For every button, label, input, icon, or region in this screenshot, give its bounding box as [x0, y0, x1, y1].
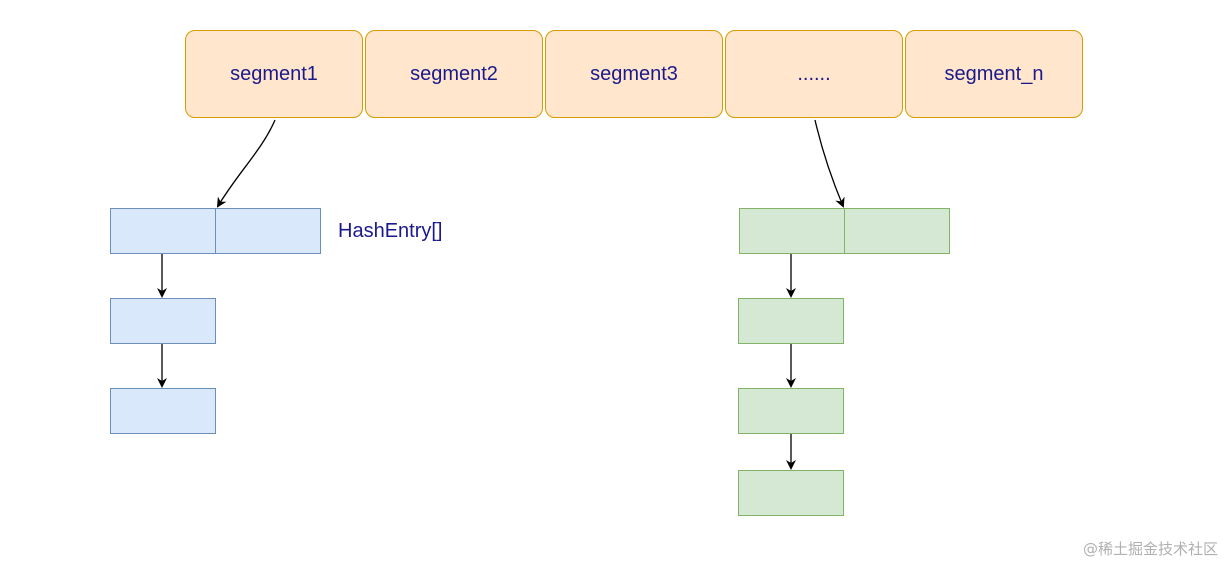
linked-node-blue-1 — [110, 298, 216, 344]
segment-label: segment3 — [590, 62, 678, 85]
hash-entry-cell-right-green — [844, 208, 950, 254]
linked-node-green-1 — [738, 298, 844, 344]
segment-label: segment_n — [944, 62, 1044, 85]
segment-label: ...... — [797, 62, 831, 85]
segment-label: segment1 — [230, 62, 318, 85]
segment-box-ellipsis: ...... — [725, 30, 903, 118]
linked-node-green-2 — [738, 388, 844, 434]
segment-label: segment2 — [410, 62, 498, 85]
linked-node-green-3 — [738, 470, 844, 516]
hash-entry-cell-left-green — [739, 208, 845, 254]
watermark: @稀土掘金技术社区 — [1082, 540, 1218, 558]
segment-box-n: segment_n — [905, 30, 1083, 118]
arrow-ellipsis-to-array — [814, 119, 845, 208]
hash-entry-label: HashEntry[] — [338, 220, 443, 242]
linked-node-blue-2 — [110, 388, 216, 434]
segment-box-1: segment1 — [185, 30, 363, 118]
arrow-segment1-to-array — [216, 119, 276, 208]
hash-entry-cell-right — [215, 208, 321, 254]
segment-box-2: segment2 — [365, 30, 543, 118]
segment-box-3: segment3 — [545, 30, 723, 118]
